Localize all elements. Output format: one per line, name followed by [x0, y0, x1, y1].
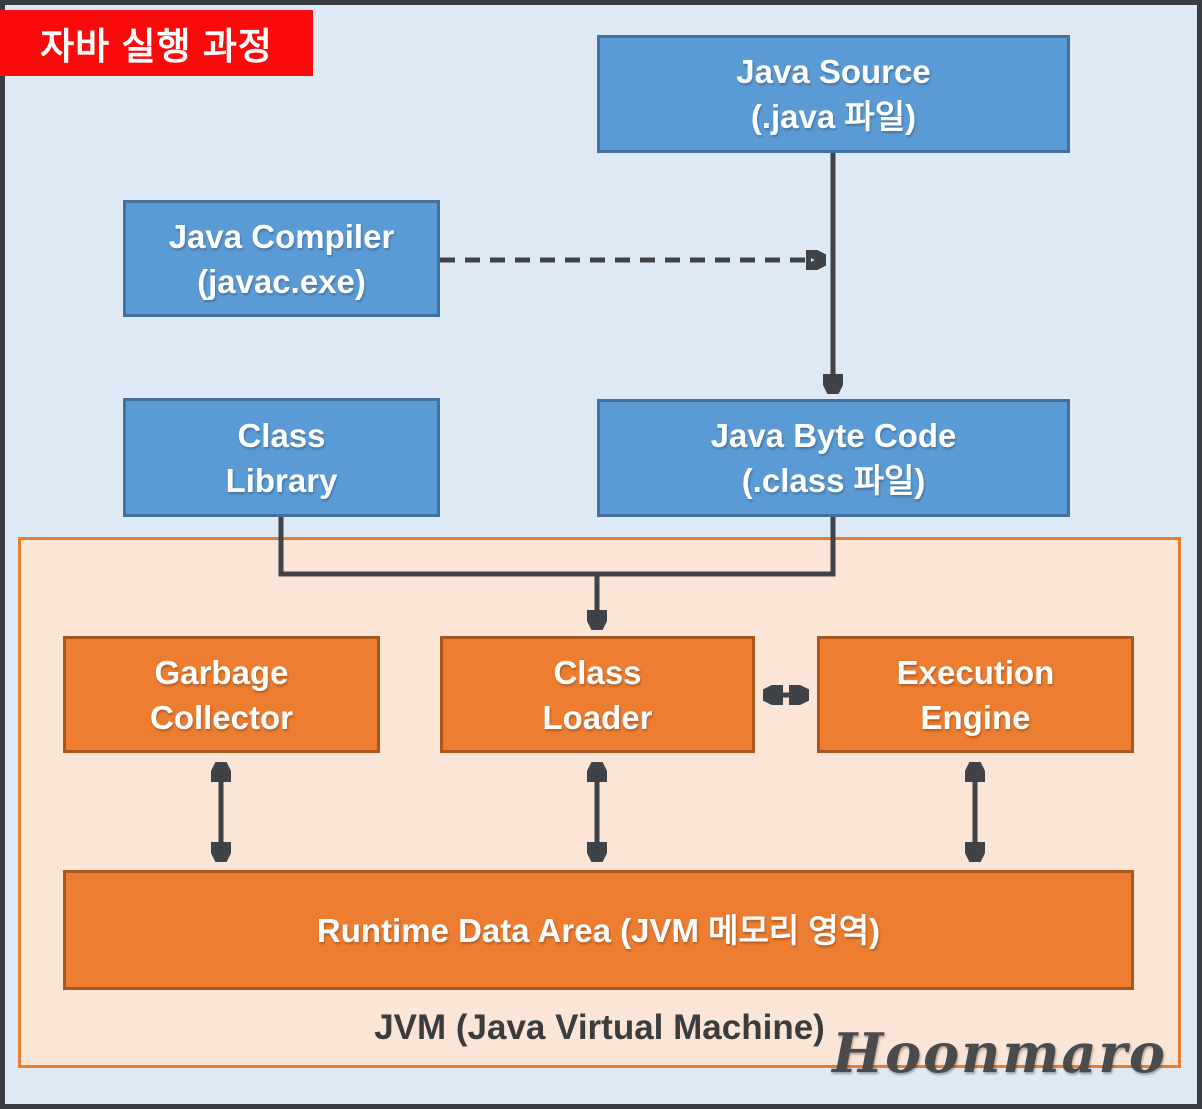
- node-java-byte-code-label-line2: (.class 파일): [741, 462, 926, 499]
- node-class-loader: Class Loader: [440, 636, 755, 753]
- node-execution-engine-label-line1: Execution: [896, 653, 1055, 691]
- node-class-loader-label-line1: Class: [553, 653, 642, 691]
- jvm-caption: JVM (Java Virtual Machine): [374, 1008, 825, 1047]
- title-badge: 자바 실행 과정: [0, 10, 313, 76]
- node-class-library-label-line1: Class: [237, 416, 326, 454]
- node-java-source-label-line2: (.java 파일): [750, 98, 917, 135]
- node-runtime-data-area-label: Runtime Data Area (JVM 메모리 영역): [316, 911, 881, 949]
- node-class-loader-label-line2: Loader: [542, 698, 653, 736]
- node-java-compiler-label-line2: (javac.exe): [197, 262, 366, 300]
- node-garbage-collector-label-line1: Garbage: [154, 653, 289, 691]
- node-java-compiler: Java Compiler (javac.exe): [123, 200, 440, 317]
- node-execution-engine-label-line2: Engine: [920, 698, 1031, 736]
- node-class-library: Class Library: [123, 398, 440, 517]
- node-java-source-label-line1: Java Source: [736, 53, 931, 90]
- signature: Hoonmaro: [832, 1021, 1167, 1085]
- node-java-byte-code: Java Byte Code (.class 파일): [597, 399, 1070, 517]
- node-execution-engine: Execution Engine: [817, 636, 1134, 753]
- node-runtime-data-area: Runtime Data Area (JVM 메모리 영역): [63, 870, 1134, 990]
- node-java-source: Java Source (.java 파일): [597, 35, 1070, 153]
- node-garbage-collector: Garbage Collector: [63, 636, 380, 753]
- node-garbage-collector-label-line2: Collector: [149, 698, 294, 736]
- node-java-compiler-label-line1: Java Compiler: [168, 217, 395, 255]
- node-java-byte-code-label-line1: Java Byte Code: [710, 417, 957, 454]
- node-class-library-label-line2: Library: [225, 461, 338, 499]
